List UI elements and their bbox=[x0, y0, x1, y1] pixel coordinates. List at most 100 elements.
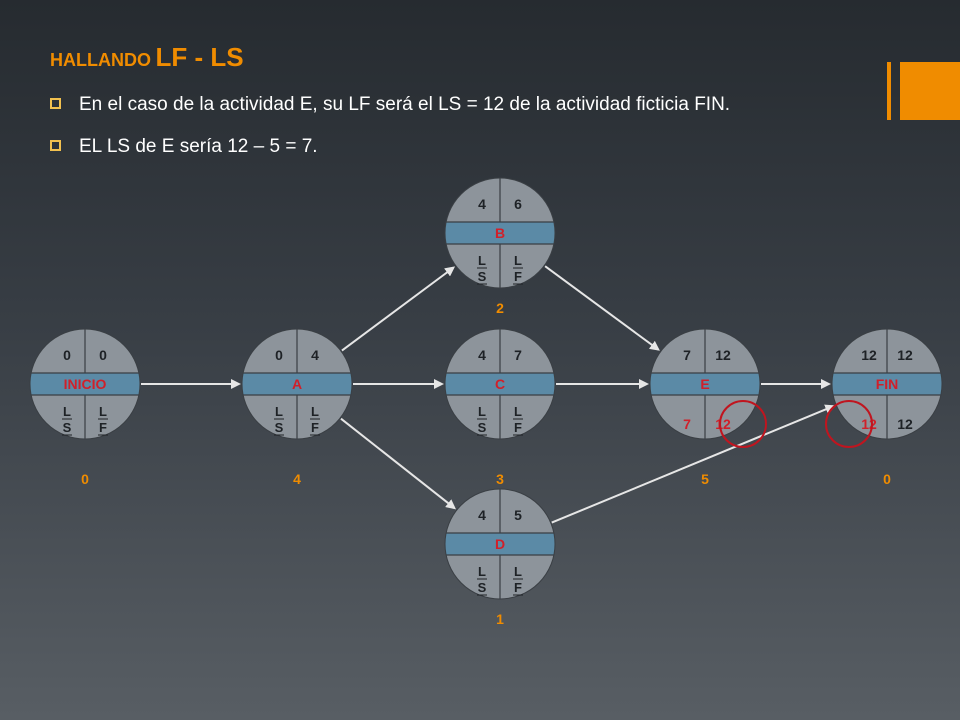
title-prefix: HALLANDO bbox=[50, 50, 151, 70]
node-band bbox=[650, 373, 760, 395]
node-ef-value: 7 bbox=[514, 347, 522, 363]
node-activity-name: C bbox=[495, 376, 505, 392]
node-ls-value-top: L bbox=[478, 564, 486, 579]
node-ls-value-top: L bbox=[275, 404, 283, 419]
node-lf-value-bottom: F bbox=[514, 580, 522, 595]
title-main: LF - LS bbox=[155, 42, 244, 72]
node-lf-value-top: L bbox=[99, 404, 107, 419]
node-lf-value-top: L bbox=[514, 253, 522, 268]
node-duration-label: 5 bbox=[701, 471, 709, 487]
node-ef-value: 4 bbox=[311, 347, 319, 363]
node-lf-value-bottom: F bbox=[99, 420, 107, 435]
checkbox-bullet-icon bbox=[50, 140, 61, 151]
bullet-item: En el caso de la actividad E, su LF será… bbox=[50, 94, 730, 116]
node-lf-value: 12 bbox=[897, 416, 913, 432]
node-grid-lines bbox=[445, 329, 555, 439]
node-ls-value-top: L bbox=[478, 253, 486, 268]
node-ls-value: LS bbox=[477, 404, 487, 436]
node-band bbox=[445, 222, 555, 244]
node-lf-value: LF bbox=[513, 404, 523, 436]
node-band bbox=[30, 373, 140, 395]
node-lf-value-top: L bbox=[311, 404, 319, 419]
node-lf-value-top: L bbox=[514, 404, 522, 419]
node-ls-value: LS bbox=[477, 564, 487, 596]
node-activity-name: D bbox=[495, 536, 505, 552]
node-ls-value-bottom: S bbox=[478, 580, 487, 595]
node-grid-lines bbox=[242, 329, 352, 439]
node-duration-label: 4 bbox=[293, 471, 301, 487]
node-ef-value: 0 bbox=[99, 347, 107, 363]
node-lf-value: LF bbox=[513, 253, 523, 285]
checkbox-bullet-icon bbox=[50, 98, 61, 109]
node-lf-value: LF bbox=[98, 404, 108, 436]
node-duration-label: 1 bbox=[496, 611, 504, 627]
node-lf-value-bottom: F bbox=[514, 420, 522, 435]
bullet-item: EL LS de E sería 12 – 5 = 7. bbox=[50, 136, 318, 158]
node-ls-value-bottom: S bbox=[63, 420, 72, 435]
node-lf-value-bottom: F bbox=[311, 420, 319, 435]
node-ls-value-top: L bbox=[478, 404, 486, 419]
node-grid-lines bbox=[650, 329, 760, 439]
node-grid-lines bbox=[445, 489, 555, 599]
node-lf-value: LF bbox=[310, 404, 320, 436]
node-grid-lines bbox=[30, 329, 140, 439]
node-lf-value: LF bbox=[513, 564, 523, 596]
node-es-value: 4 bbox=[478, 347, 486, 363]
node-es-value: 7 bbox=[683, 347, 691, 363]
node-ls-value: LS bbox=[62, 404, 72, 436]
node-activity-name: FIN bbox=[876, 376, 899, 392]
node-es-value: 4 bbox=[478, 507, 486, 523]
arrow-d-to-fin bbox=[551, 404, 836, 524]
arrow-a-to-b bbox=[341, 266, 456, 352]
node-band bbox=[832, 373, 942, 395]
bullet-text: En el caso de la actividad E, su LF será… bbox=[79, 94, 731, 115]
node-duration-label: 3 bbox=[496, 471, 504, 487]
node-ef-value: 12 bbox=[897, 347, 913, 363]
node-ls-value: 7 bbox=[683, 416, 691, 432]
arrow-b-to-e bbox=[544, 265, 660, 351]
node-lf-value-bottom: F bbox=[514, 269, 522, 284]
node-band bbox=[445, 533, 555, 555]
node-activity-name: E bbox=[700, 376, 709, 392]
node-lf-value: 12 bbox=[715, 416, 731, 432]
node-lf-value-top: L bbox=[514, 564, 522, 579]
node-grid-lines bbox=[445, 178, 555, 288]
node-ls-value: LS bbox=[477, 253, 487, 285]
node-duration-label: 2 bbox=[496, 300, 504, 316]
node-ef-value: 5 bbox=[514, 507, 522, 523]
accent-bar-thick bbox=[900, 62, 960, 120]
node-es-value: 4 bbox=[478, 196, 486, 212]
node-activity-name: A bbox=[292, 376, 302, 392]
node-ls-value-top: L bbox=[63, 404, 71, 419]
arrow-a-to-d bbox=[340, 417, 457, 510]
node-es-value: 0 bbox=[275, 347, 283, 363]
node-ef-value: 12 bbox=[715, 347, 731, 363]
bullet-text: EL LS de E sería 12 – 5 = 7. bbox=[79, 136, 318, 157]
highlight-layer bbox=[719, 400, 873, 448]
edges-layer bbox=[141, 265, 836, 524]
node-grid-lines bbox=[832, 329, 942, 439]
node-duration-label: 0 bbox=[883, 471, 891, 487]
accent-bar-thin bbox=[887, 62, 891, 120]
node-ls-value: 12 bbox=[861, 416, 877, 432]
node-ls-value-bottom: S bbox=[478, 420, 487, 435]
node-ls-value: LS bbox=[274, 404, 284, 436]
node-ls-value-bottom: S bbox=[478, 269, 487, 284]
highlight-circle-fin-ls bbox=[825, 400, 873, 448]
node-ls-value-bottom: S bbox=[275, 420, 284, 435]
highlight-circle-e-lf bbox=[719, 400, 767, 448]
node-es-value: 12 bbox=[861, 347, 877, 363]
node-band bbox=[242, 373, 352, 395]
node-duration-label: 0 bbox=[81, 471, 89, 487]
page-title: HALLANDO LF - LS bbox=[50, 42, 244, 73]
node-ef-value: 6 bbox=[514, 196, 522, 212]
